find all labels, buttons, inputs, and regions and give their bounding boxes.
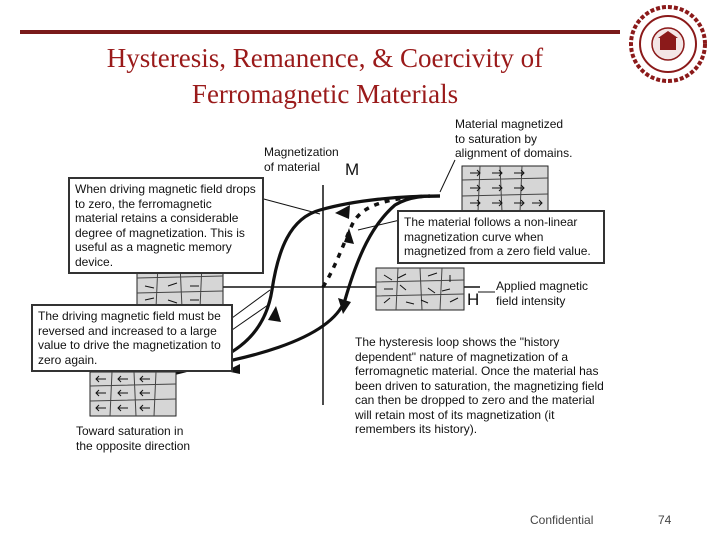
applied-field-label-line-1: Applied magnetic bbox=[496, 279, 588, 294]
magnetization-label: Magnetization of material bbox=[264, 145, 339, 174]
footer-confidential: Confidential bbox=[530, 513, 593, 527]
magnetization-label-line-1: Magnetization bbox=[264, 145, 339, 160]
applied-field-label-line-2: field intensity bbox=[496, 294, 588, 309]
pointer-remanence bbox=[260, 198, 320, 214]
remanence-callout: When driving magnetic field drops to zer… bbox=[68, 177, 264, 274]
m-axis-label: M bbox=[345, 163, 359, 178]
magnetization-label-line-2: of material bbox=[264, 160, 339, 175]
domain-image-random bbox=[376, 268, 464, 310]
history-explanation: The hysteresis loop shows the "history d… bbox=[355, 335, 605, 437]
coercivity-callout: The driving magnetic field must be rever… bbox=[31, 304, 233, 372]
arrow-descending-branch bbox=[268, 306, 281, 322]
saturation-label-line-1: Material magnetized bbox=[455, 117, 572, 132]
saturation-label: Material magnetized to saturation by ali… bbox=[455, 117, 572, 161]
pointer-saturation bbox=[440, 160, 455, 192]
opposite-saturation-label-line-1: Toward saturation in bbox=[76, 424, 190, 439]
saturation-label-line-2: to saturation by bbox=[455, 132, 572, 147]
saturation-label-line-3: alignment of domains. bbox=[455, 146, 572, 161]
applied-field-label: Applied magnetic field intensity bbox=[496, 279, 588, 308]
h-axis-label: H bbox=[467, 293, 479, 308]
opposite-saturation-label: Toward saturation in the opposite direct… bbox=[76, 424, 190, 453]
opposite-saturation-label-line-2: the opposite direction bbox=[76, 439, 190, 454]
domain-image-saturated bbox=[462, 166, 548, 212]
domain-image-reverse bbox=[90, 372, 176, 416]
page-number: 74 bbox=[658, 513, 671, 527]
nonlinear-curve-callout: The material follows a non-linear magnet… bbox=[397, 210, 605, 264]
